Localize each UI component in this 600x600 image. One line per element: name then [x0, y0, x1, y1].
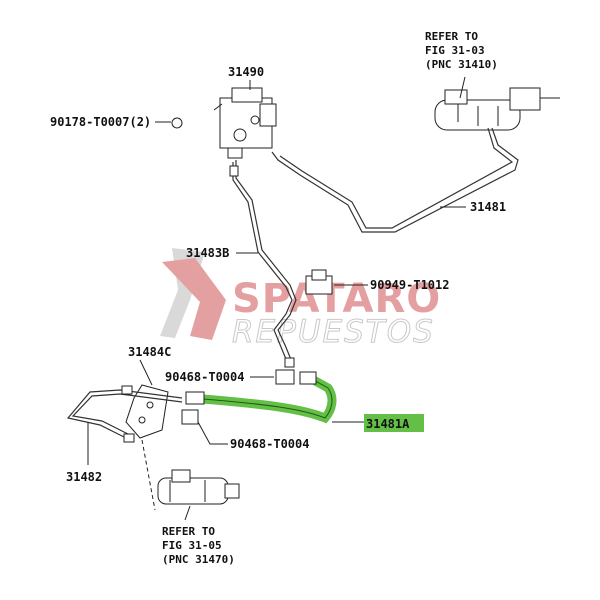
label-90949: 90949-T1012 — [370, 278, 449, 292]
watermark: SPATARO REPUESTOS — [160, 248, 441, 351]
label-31483b: 31483B — [186, 246, 229, 260]
clip-90468-upper — [275, 369, 295, 385]
watermark-line2: REPUESTOS — [232, 314, 435, 350]
refer-top-line3: (PNC 31410) — [425, 58, 498, 71]
label-31490: 31490 — [228, 65, 264, 79]
master-cylinder — [434, 87, 560, 131]
label-90468-lower: 90468-T0004 — [230, 437, 309, 451]
pipe-31481 — [271, 127, 519, 233]
label-90178: 90178-T0007(2) — [50, 115, 151, 129]
label-31481a: 31481A — [366, 417, 410, 431]
label-31481: 31481 — [470, 200, 506, 214]
refer-bottom-line3: (PNC 31470) — [162, 553, 235, 566]
refer-top-line2: FIG 31-03 — [425, 44, 485, 57]
label-31482: 31482 — [66, 470, 102, 484]
refer-bottom-line2: FIG 31-05 — [162, 539, 222, 552]
hose-31481a — [185, 371, 337, 424]
valve-31490 — [213, 87, 277, 159]
refer-bottom-line1: REFER TO — [162, 525, 215, 538]
bolt-90178 — [171, 117, 183, 129]
label-90468-upper: 90468-T0004 — [165, 370, 244, 384]
watermark-red-shape — [162, 258, 226, 340]
slave-cylinder — [157, 469, 240, 505]
label-31481a-highlight — [364, 414, 424, 432]
pipe-31483b — [235, 160, 297, 363]
label-31484c: 31484C — [128, 345, 171, 359]
clip-90468-lower — [181, 409, 199, 425]
clip-90949 — [305, 269, 333, 295]
refer-top-line1: REFER TO — [425, 30, 478, 43]
watermark-line1: SPATARO — [232, 276, 441, 322]
